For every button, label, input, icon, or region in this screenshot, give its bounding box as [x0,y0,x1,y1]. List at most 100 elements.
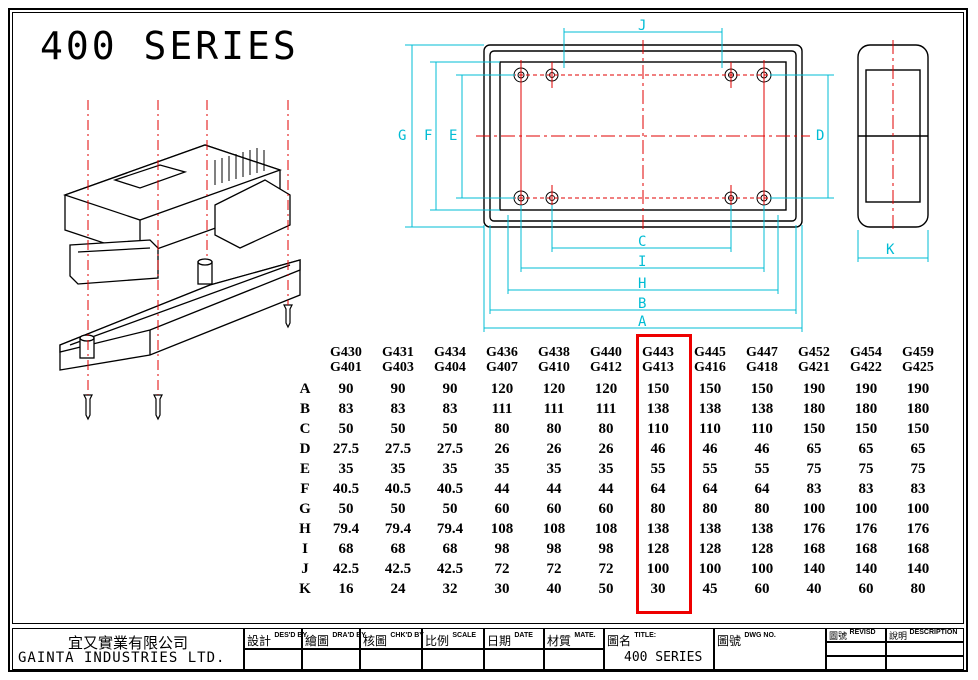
row-label: H [299,520,311,537]
table-cell: 65 [806,440,822,457]
table-cell: 138 [698,400,722,417]
row-label: G [299,500,311,517]
table-cell: 46 [702,440,718,457]
highlight-box [636,334,692,614]
table-cell: 40.5 [384,480,412,497]
table-cell: 80 [650,500,666,517]
table-cell: 50 [390,420,406,437]
table-cell: 75 [910,460,926,477]
table-cell: 68 [390,540,406,557]
table-cell: 100 [698,560,722,577]
table-cell: 64 [650,480,666,497]
table-cell: 68 [338,540,354,557]
row-label: A [299,380,311,397]
revisd-cell: 圖號 REVISD [826,628,886,642]
isometric-view [59,144,301,421]
row-label: F [300,480,310,497]
table-cell: 50 [442,420,458,437]
title-cell: 圖名 TITLE: [604,628,714,670]
designed-value [244,649,302,670]
description-row [886,656,964,670]
material-value [544,649,604,670]
table-cell: 138 [646,520,670,537]
table-cell: 128 [646,540,670,557]
table-cell: 83 [806,480,822,497]
table-cell: 60 [858,580,874,597]
table-cell: 40.5 [436,480,464,497]
table-cell: 110 [647,420,669,437]
table-cell: 80 [546,420,562,437]
table-cell: 80 [702,500,718,517]
dim-label-i: I [638,254,646,270]
table-cell: 190 [906,380,930,397]
table-cell: 120 [490,380,514,397]
table-cell: 44 [546,480,562,497]
table-cell: 110 [699,420,721,437]
table-cell: 30 [494,580,510,597]
table-cell: 100 [802,500,826,517]
table-cell: 176 [906,520,930,537]
table-cell: 140 [854,560,878,577]
table-cell: 150 [750,380,774,397]
table-cell: 50 [338,500,354,517]
table-cell: 60 [598,500,614,517]
revisd-row [826,642,886,656]
table-cell: 40 [806,580,822,597]
dim-label-g: G [398,128,406,144]
table-cell: 108 [542,520,566,537]
table-cell: 100 [646,560,670,577]
table-cell: 100 [750,560,774,577]
table-cell: 16 [338,580,354,597]
table-cell: 168 [854,540,878,557]
designed-cell: 設計 DES'D BY [244,628,307,649]
row-label: J [301,560,309,577]
table-cell: 45 [702,580,718,597]
scale-cell: 比例 SCALE [422,628,484,649]
table-cell: 64 [702,480,718,497]
dim-label-j: J [638,18,646,34]
table-cell: 111 [595,400,617,417]
table-cell: 83 [390,400,406,417]
row-label: I [302,540,308,557]
table-cell: 120 [542,380,566,397]
table-cell: 190 [854,380,878,397]
table-cell: 32 [442,580,458,597]
title-block: 宜又實業有限公司 GAINTA INDUSTRIES LTD. 設計 DES'D… [12,628,964,670]
drawn-cell: 繪圖 DRA'D BY [302,628,366,649]
row-label: B [299,400,310,417]
table-cell: 60 [754,580,770,597]
table-cell: 27.5 [384,440,412,457]
row-label: K [299,580,311,597]
table-cell: 35 [598,460,614,477]
company-name-cn: 宜又實業有限公司 [68,635,189,652]
dim-label-k: K [886,242,895,258]
date-value [484,649,544,670]
material-cell: 材質 MATE. [544,628,604,649]
table-cell: 35 [546,460,562,477]
table-cell: 55 [702,460,718,477]
table-cell: 140 [906,560,930,577]
series-title: 400 SERIES [40,24,299,68]
table-cell: 180 [906,400,930,417]
table-cell: 128 [698,540,722,557]
table-cell: 150 [802,420,826,437]
table-cell: 111 [543,400,565,417]
table-cell: 180 [802,400,826,417]
drawing-frame [8,8,968,672]
table-cell: 98 [494,540,510,557]
table-cell: 138 [750,400,774,417]
table-cell: 50 [442,500,458,517]
table-cell: 108 [594,520,618,537]
